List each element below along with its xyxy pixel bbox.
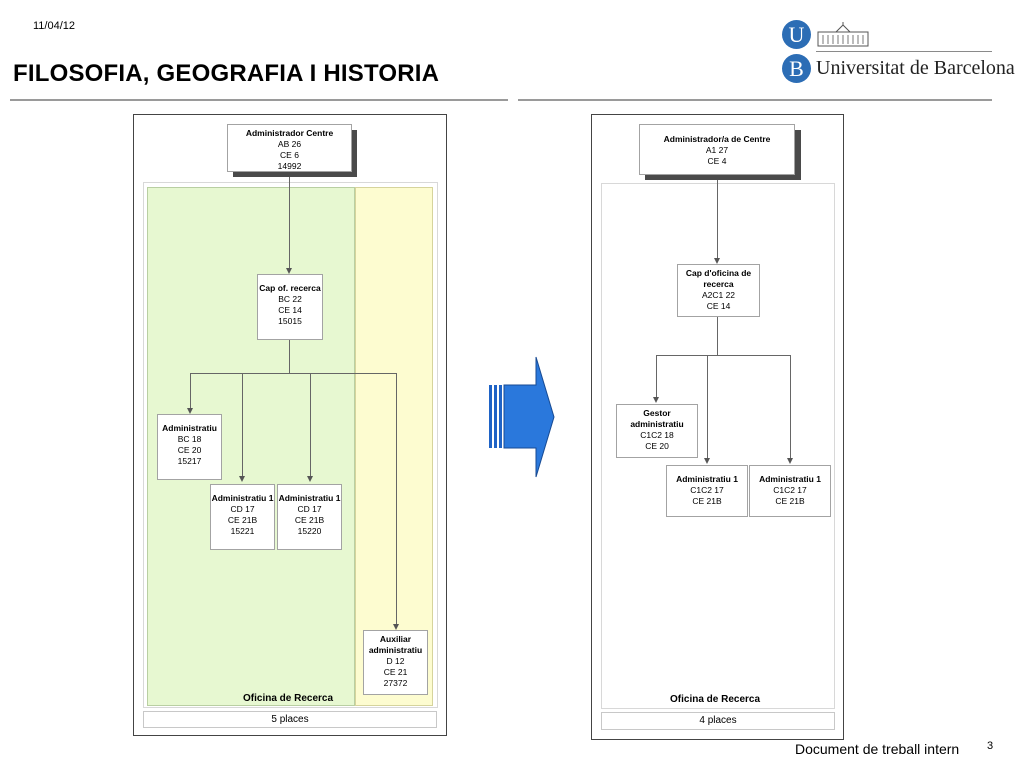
box-line: CE 21B [227,515,258,525]
box-title: Cap of. recerca [259,283,321,293]
box-line: C1C2 18 [640,430,674,440]
places-count: 5 places [143,711,437,728]
org-box-gestor-administratiu: Gestor administratiu C1C2 18 CE 20 [616,404,698,458]
org-box-administrador-centre: Administrador/a de Centre A1 27 CE 4 [639,124,795,175]
box-line: CE 20 [177,445,202,455]
box-line: CE 21B [294,515,325,525]
box-title: Auxiliar administratiu [368,634,423,655]
title-divider-right [518,99,992,101]
connector-line [289,340,290,374]
box-title: Administratiu 1 [759,474,821,484]
title-divider [10,99,508,101]
connector-line [396,373,397,624]
connector-line [289,174,290,268]
logo-u-icon: U [782,20,811,49]
arrowhead [704,458,710,464]
box-line: CE 6 [280,150,299,160]
box-line: A1 27 [705,145,729,155]
org-box-administrador-centre: Administrador Centre AB 26 CE 6 14992 [227,124,352,172]
transition-arrow-icon [489,356,555,478]
org-box-administratiu: Administratiu BC 18 CE 20 15217 [157,414,222,480]
box-title: Administratiu 1 [278,493,341,503]
arrowhead [307,476,313,482]
connector-line [242,373,243,476]
box-line: CE 21 [383,667,408,677]
org-box-administratiu-1: Administratiu 1 C1C2 17 CE 21B [749,465,831,517]
org-box-administratiu-1: Administratiu 1 CD 17 CE 21B 15220 [277,484,342,550]
connector-line [190,373,191,408]
university-name: Universitat de Barcelona [816,57,1015,79]
footer-note: Document de treball intern [795,741,960,757]
box-line: C1C2 17 [773,485,807,495]
box-line: 14992 [277,161,302,171]
box-line: CE 21B [775,496,805,506]
box-line: 27372 [383,678,408,688]
box-line: BC 18 [177,434,202,444]
arrowhead [286,268,292,274]
box-title: Administrador Centre [245,128,334,138]
connector-line [707,355,708,458]
box-line: CD 17 [297,504,322,514]
org-box-administratiu-1: Administratiu 1 C1C2 17 CE 21B [666,465,748,517]
connector-line [190,373,397,374]
arrowhead [787,458,793,464]
box-line: CE 20 [645,441,669,451]
yellow-area [355,187,433,706]
connector-line [790,355,791,458]
box-title: Gestor administratiu [630,408,684,429]
box-title: Cap d'oficina de recerca [685,268,752,289]
box-line: 15217 [177,456,202,466]
arrowhead [393,624,399,630]
box-title: Administratiu 1 [676,474,738,484]
org-box-administratiu-1: Administratiu 1 CD 17 CE 21B 15221 [210,484,275,550]
box-line: 15221 [230,526,255,536]
connector-line [656,355,657,397]
box-line: BC 22 [278,294,302,304]
date: 11/04/12 [33,20,76,32]
box-line: AB 26 [277,139,302,149]
places-count: 4 places [601,712,835,730]
arrowhead [653,397,659,403]
arrowhead [187,408,193,414]
org-box-cap-oficina-recerca: Cap d'oficina de recerca A2C1 22 CE 14 [677,264,760,317]
page-title: FILOSOFIA, GEOGRAFIA I HISTORIA [13,60,440,87]
box-line: CE 21B [692,496,722,506]
box-line: D 12 [386,656,405,666]
box-title: Administratiu 1 [211,493,274,503]
office-label: Oficina de Recerca [243,693,334,704]
org-box-auxiliar-administratiu: Auxiliar administratiu D 12 CE 21 27372 [363,630,428,695]
box-line: C1C2 17 [690,485,724,495]
connector-line [656,355,791,356]
box-line: CE 14 [706,301,731,311]
connector-line [310,373,311,476]
connector-line [717,316,718,355]
box-title: Administrador/a de Centre [663,134,771,144]
arrowhead [714,258,720,264]
page-number: 3 [987,740,994,752]
arrowhead [239,476,245,482]
logo-divider [816,51,992,52]
box-line: 15220 [297,526,322,536]
university-building-icon [817,22,869,47]
office-label: Oficina de Recerca [670,694,761,705]
logo-b-icon: B [782,54,811,83]
connector-line [717,176,718,259]
box-line: CE 14 [278,305,302,315]
box-title: Administratiu [162,423,217,433]
box-line: A2C1 22 [701,290,736,300]
box-line: CE 4 [707,156,727,166]
box-line: CD 17 [230,504,255,514]
box-line: 15015 [278,316,302,326]
org-box-cap-recerca: Cap of. recerca BC 22 CE 14 15015 [257,274,323,340]
